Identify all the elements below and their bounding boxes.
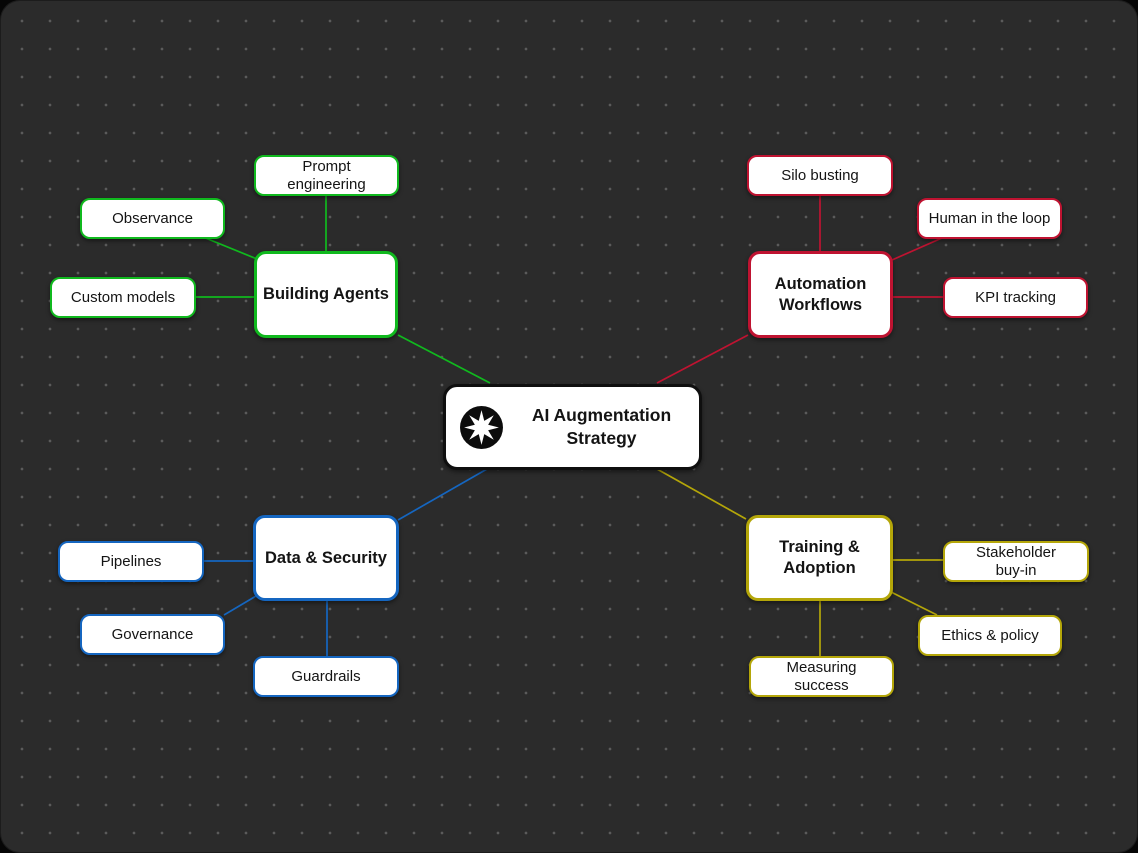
node-label: Ethics & policy [941, 626, 1039, 644]
starburst-icon [459, 405, 504, 450]
node-label: Custom models [70, 288, 176, 306]
node-observance[interactable]: Observance [80, 198, 225, 239]
node-pipelines[interactable]: Pipelines [58, 541, 204, 582]
node-label: Training & Adoption [779, 538, 860, 577]
node-label: AI Augmentation Strategy [531, 405, 672, 448]
node-building-agents[interactable]: Building Agents [254, 251, 398, 338]
connector-training-center [656, 468, 747, 520]
connector-training-ethics [890, 591, 938, 616]
node-human-in-the-loop[interactable]: Human in the loop [917, 198, 1062, 239]
node-prompt-engineering[interactable]: Prompt engineering [254, 155, 399, 196]
node-stakeholder-buy-in[interactable]: Stakeholder buy-in [943, 541, 1089, 582]
connector-agents-center [397, 334, 491, 384]
node-label: Silo busting [781, 166, 859, 184]
connector-agents-observance [202, 236, 258, 260]
node-label: KPI tracking [975, 288, 1056, 306]
node-label: Automation Workflows [774, 274, 867, 314]
node-governance[interactable]: Governance [80, 614, 225, 655]
node-label: Guardrails [291, 667, 361, 685]
node-silo-busting[interactable]: Silo busting [747, 155, 893, 196]
node-guardrails[interactable]: Guardrails [253, 656, 399, 697]
node-label: Prompt engineering [287, 157, 366, 193]
node-label: Human in the loop [928, 209, 1051, 227]
node-measuring-success[interactable]: Measuring success [749, 656, 894, 697]
node-label: Building Agents [263, 285, 389, 303]
node-label: Pipelines [100, 552, 162, 570]
node-label: Measuring success [786, 658, 857, 694]
node-data-security[interactable]: Data & Security [253, 515, 399, 601]
node-ethics-policy[interactable]: Ethics & policy [918, 615, 1062, 656]
node-training-adoption[interactable]: Training & Adoption [746, 515, 893, 601]
connector-automation-human [891, 237, 943, 261]
connector-data-center [397, 468, 488, 521]
connector-data-governance [223, 595, 257, 616]
node-label: Data & Security [265, 548, 387, 567]
node-kpi-tracking[interactable]: KPI tracking [943, 277, 1088, 318]
node-label: Observance [112, 209, 193, 227]
node-automation-workflows[interactable]: Automation Workflows [748, 251, 893, 338]
node-label: Stakeholder buy-in [975, 543, 1057, 579]
connector-automation-center [656, 334, 749, 384]
node-center-ai-augmentation-strategy[interactable]: AI Augmentation Strategy [443, 384, 702, 470]
node-label: Governance [111, 625, 194, 643]
node-custom-models[interactable]: Custom models [50, 277, 196, 318]
